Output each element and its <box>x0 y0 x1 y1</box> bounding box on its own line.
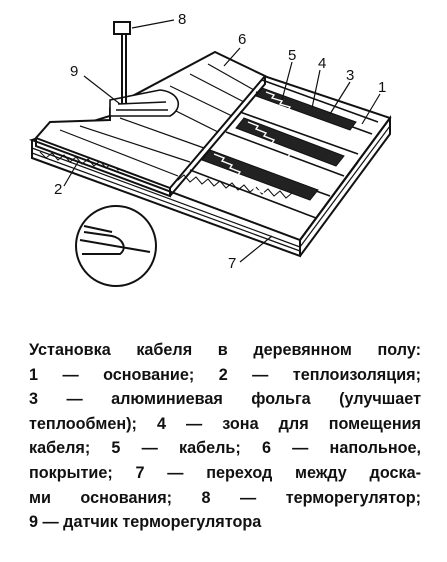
caption-line: 3 — алюминиевая фольга (улучшает <box>29 390 421 409</box>
caption-line: теплообмен); 4 — зона для помещения <box>29 414 421 433</box>
floor-covering <box>34 50 267 198</box>
thermostat <box>113 21 131 104</box>
cable-zones <box>201 87 357 201</box>
heating-cable <box>213 91 331 194</box>
sensor-cutout <box>109 89 180 117</box>
caption-line: ми основания; 8 — терморегулятор; <box>29 488 421 507</box>
caption-line: 9 — датчик терморегулятора <box>29 513 262 532</box>
detail-circle <box>75 205 157 287</box>
leader-lines <box>63 19 381 263</box>
floor-cable-diagram: 8 6 9 5 4 3 1 2 7 <box>28 11 392 287</box>
caption-line: 1 — основание; 2 — теплоизоляция; <box>29 365 421 384</box>
callout-7: 7 <box>228 255 236 272</box>
callout-8: 8 <box>178 11 186 28</box>
callout-5: 5 <box>288 47 296 64</box>
caption-line: покрытие; 7 — переход между доска- <box>29 463 421 482</box>
callout-9: 9 <box>70 63 78 80</box>
floor-covering-boards <box>59 63 255 177</box>
callout-4: 4 <box>318 55 326 72</box>
caption-line: Установка кабеля в деревянном полу: <box>29 341 421 359</box>
caption-line: кабеля; 5 — кабель; 6 — напольное, <box>29 439 421 458</box>
callout-1: 1 <box>378 79 386 96</box>
figure-caption: Установка кабеля в деревянном полу: 1 — … <box>29 338 421 535</box>
callout-6: 6 <box>238 31 246 48</box>
callout-2: 2 <box>54 181 62 198</box>
callout-3: 3 <box>346 67 354 84</box>
